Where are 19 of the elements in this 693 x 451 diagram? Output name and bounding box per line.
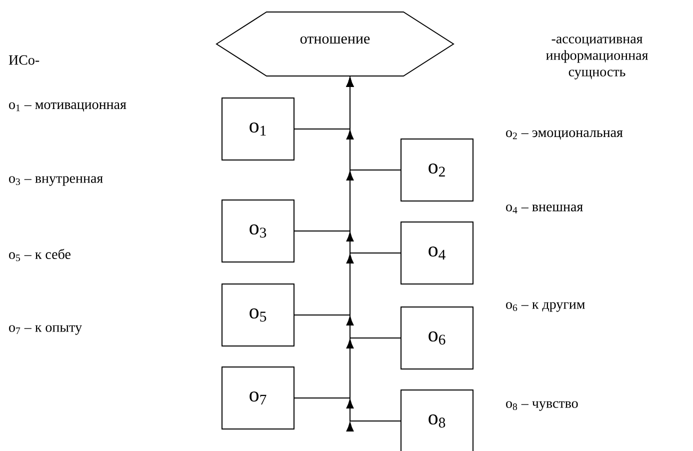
label-text: o$_{4}$ – внешная xyxy=(506,204,583,214)
box: o$_{4}$ xyxy=(400,222,474,284)
box: o$_{8}$ xyxy=(400,390,474,451)
box: o$_{2}$ xyxy=(400,138,474,202)
arrow xyxy=(346,78,401,432)
box: o$_{5}$ xyxy=(222,284,294,346)
label-text: o$_{6}$ – к другим xyxy=(506,302,585,312)
label-text: -ассоциативная информационная сущность xyxy=(546,36,648,80)
label-text: o$_{2}$ – эмоциональная xyxy=(506,130,623,140)
label-text: o$_{1}$ – мотивационная xyxy=(9,102,126,112)
box: o$_{1}$ xyxy=(222,98,294,160)
label-text: o$_{5}$ – к себе xyxy=(9,248,70,262)
label-text: o$_{8}$ – чувство xyxy=(506,401,578,411)
label-text: o$_{7}$ – к опыту xyxy=(9,325,82,335)
box: o$_{3}$ xyxy=(222,200,294,262)
label-text: ИСо- xyxy=(8,55,40,65)
label-text: o$_{3}$ – внутренная xyxy=(9,176,103,186)
box: o$_{6}$ xyxy=(400,306,474,370)
box: o$_{7}$ xyxy=(222,366,294,430)
